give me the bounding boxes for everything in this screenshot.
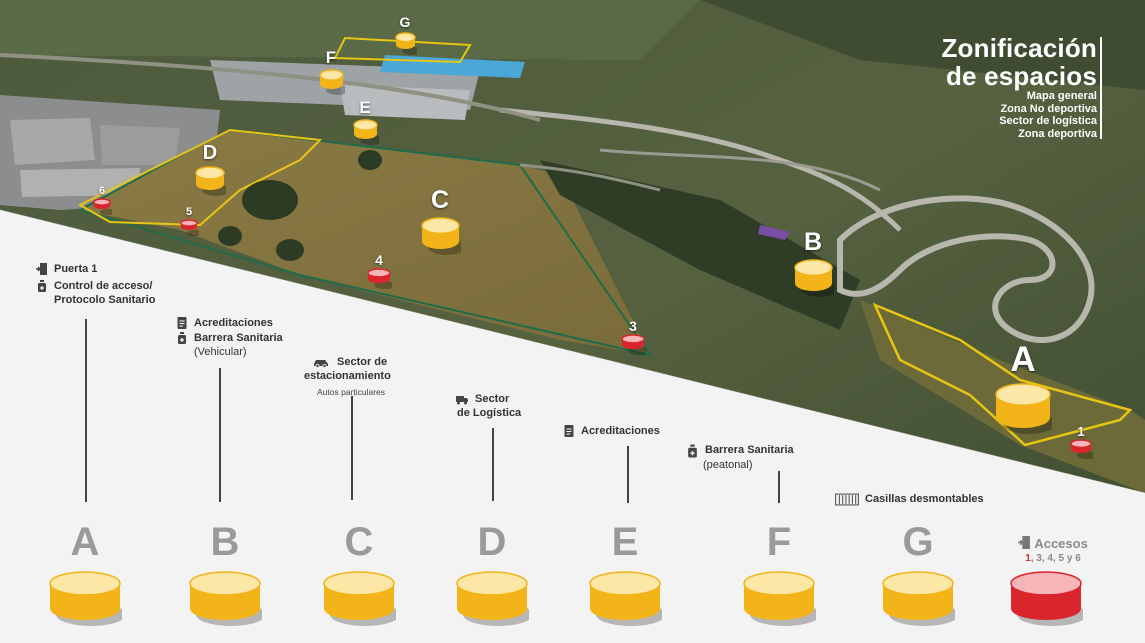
access-legend-title: Accesos <box>1034 536 1088 551</box>
bottom-zone-letter: D <box>477 520 507 564</box>
legend-c-small: Autos particulares <box>317 387 386 397</box>
leader-line-e <box>627 446 629 503</box>
map-zone-c: C <box>420 186 465 266</box>
map-access-5: 5 <box>179 206 203 244</box>
legend-f: Barrera Sanitaria (peatonal) <box>686 443 794 472</box>
subtitle-4: Zona deportiva <box>1018 127 1097 140</box>
map-zone-b: B <box>793 228 838 308</box>
car-icon <box>314 360 328 368</box>
title-line-2: de espacios <box>945 61 1097 91</box>
subtitle-3: Sector de logística <box>999 115 1097 127</box>
leader-line-c <box>351 396 353 500</box>
map-zone-f: F <box>318 48 349 104</box>
legend-d-line2: de Logística <box>457 407 522 419</box>
map-zone-label: E <box>359 98 371 117</box>
legend-a-line1: Puerta 1 <box>54 263 98 275</box>
legend-e-line1: Acreditaciones <box>581 425 660 437</box>
map-access-4: 4 <box>366 252 396 298</box>
door-exit-icon <box>36 263 47 275</box>
bottom-zone-letter: F <box>766 520 792 564</box>
leader-line-b <box>219 368 221 502</box>
sanitizer-icon <box>688 444 697 458</box>
truck-icon <box>456 396 468 405</box>
bottom-zone-c: C <box>322 520 396 636</box>
door-exit-icon <box>1018 536 1031 549</box>
map-zone-e: E <box>352 98 383 154</box>
map-zone-g: G <box>394 14 421 64</box>
legend-b-line1: Acreditaciones <box>194 317 273 329</box>
bottom-access-cylinder <box>1009 570 1083 630</box>
map-access-3: 3 <box>620 318 650 364</box>
legend-a-line2a: Control de acceso/ <box>54 280 153 292</box>
sanitizer-icon <box>38 280 46 292</box>
sanitizer-icon <box>178 332 186 344</box>
bottom-zone-letter: E <box>611 520 639 564</box>
legend-c-line2: estacionamiento <box>304 370 391 382</box>
map-zone-label: A <box>1010 340 1036 379</box>
map-zone-label: C <box>430 186 450 214</box>
map-access-label: 6 <box>98 185 106 197</box>
bottom-zone-letter: G <box>902 520 934 564</box>
map-access-6: 6 <box>92 185 116 223</box>
bottom-zone-letter: C <box>344 520 374 564</box>
container-icon <box>835 493 859 506</box>
map-zone-label: B <box>803 228 823 256</box>
map-access-label: 1 <box>1077 424 1085 439</box>
bottom-zone-a: A <box>48 520 122 636</box>
legend-b: Acreditaciones Barrera Sanitaria (Vehicul… <box>176 316 283 359</box>
legend-b-line2b: (Vehicular) <box>194 346 247 358</box>
map-zone-a: A <box>994 340 1056 446</box>
title-line-1: Zonificación <box>941 33 1097 63</box>
map-access-label: 5 <box>185 206 193 218</box>
access-legend: Accesos 1, 3, 4, 5 y 6 <box>1008 536 1098 564</box>
leader-line-a <box>85 319 87 502</box>
legend-g: Casillas desmontables <box>835 492 984 506</box>
bottom-zone-f: F <box>742 520 816 636</box>
subtitle-2: Zona No deportiva <box>1000 102 1097 115</box>
bottom-zone-letter: A <box>70 520 100 564</box>
legend-d: Sector de Logística <box>455 392 521 420</box>
leader-line-d <box>492 428 494 501</box>
map-access-label: 3 <box>629 318 637 334</box>
map-zone-label: F <box>325 48 337 67</box>
title-divider <box>1100 37 1102 139</box>
legend-b-line2a: Barrera Sanitaria <box>194 332 283 344</box>
subtitle-1: Mapa general <box>1026 90 1097 102</box>
map-zone-label: D <box>202 142 218 164</box>
bottom-zone-b: B <box>188 520 262 636</box>
legend-f-line2: (peatonal) <box>703 459 753 471</box>
map-access-label: 4 <box>375 252 383 268</box>
badge-icon <box>564 425 574 437</box>
access-legend-num-1: 1 <box>1025 553 1031 564</box>
leader-line-f <box>778 471 780 503</box>
legend-g-line1: Casillas desmontables <box>865 493 984 505</box>
bottom-zone-e: E <box>588 520 662 636</box>
legend-c-line1: Sector de <box>337 356 388 368</box>
bottom-zone-g: G <box>881 520 955 636</box>
legend-c: Sector de estacionamiento Autos particul… <box>304 355 391 399</box>
legend-a-line2b: Protocolo Sanitario <box>54 294 156 306</box>
legend-a: Puerta 1 Control de acceso/Protocolo San… <box>36 262 155 307</box>
access-legend-num-rest: , 3, 4, 5 y 6 <box>1030 553 1081 564</box>
legend-d-line1: Sector <box>475 393 510 405</box>
map-zone-d: D <box>194 142 230 206</box>
badge-icon <box>177 317 187 329</box>
legend-f-line1: Barrera Sanitaria <box>705 444 794 456</box>
title-block: Zonificación de espacios Mapa general Zo… <box>941 34 1097 140</box>
bottom-zone-letter: B <box>210 520 240 564</box>
legend-e: Acreditaciones <box>563 424 660 438</box>
bottom-zone-d: D <box>455 520 529 636</box>
map-zone-label: G <box>399 14 411 30</box>
map-access-1: 1 <box>1069 424 1097 468</box>
